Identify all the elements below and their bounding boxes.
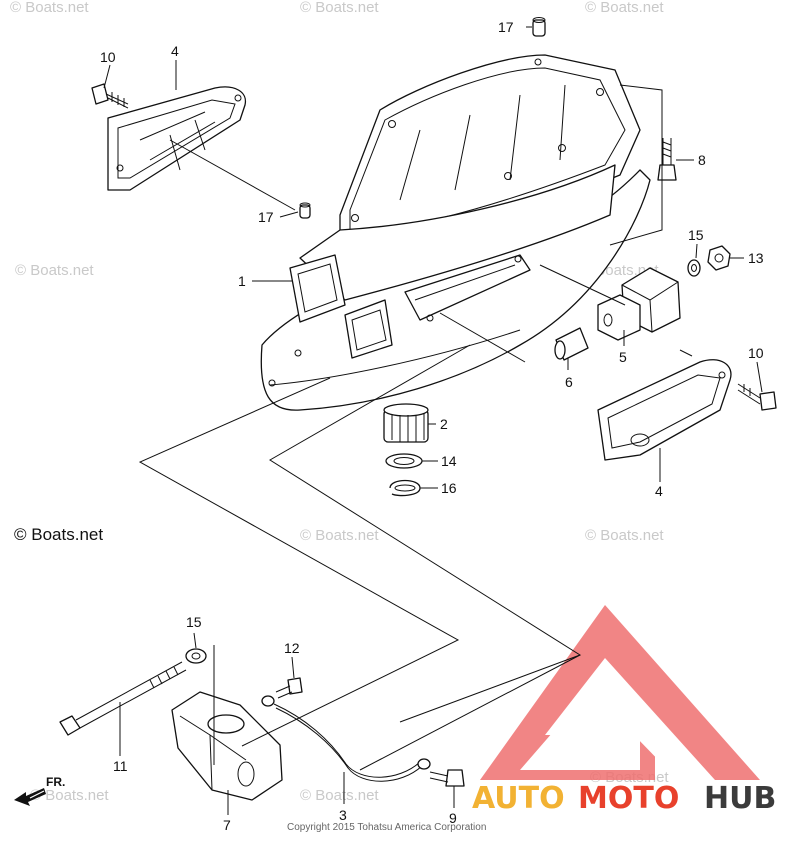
callout-4-lower: 4: [655, 483, 663, 499]
mount-cover-lower: [597, 359, 732, 461]
watermark: © Boats.net: [30, 787, 109, 804]
watermark: © Boats.net: [585, 0, 664, 16]
callout-16: 16: [441, 480, 457, 496]
automotohub-logo-text: AUTO MOTO HUB: [472, 781, 776, 816]
watermark: © Boats.net: [300, 0, 379, 16]
callout-17-left: 17: [258, 209, 274, 225]
copyright-text: Copyright 2015 Tohatsu America Corporati…: [287, 822, 486, 833]
dowel-pin-17-left: [299, 202, 311, 219]
watermark-group: © Boats.net © Boats.net © Boats.net © Bo…: [10, 0, 669, 804]
watermark: © Boats.net: [10, 0, 89, 16]
collar-6: [554, 327, 589, 361]
callout-8: 8: [698, 152, 706, 168]
automotohub-logo-mark: [480, 605, 760, 780]
callout-6: 6: [565, 374, 573, 390]
washer-15-lower: [185, 648, 207, 664]
callout-4-upper: 4: [171, 43, 179, 59]
watermark: © Boats.net: [15, 262, 94, 279]
assembly-guide-lines: [138, 84, 693, 771]
drive-shaft-housing: [260, 54, 651, 411]
callout-labels: 17 10 4 8 17 15 13 1 5 10 6 2 14 16 4 15…: [100, 19, 764, 833]
callout-15-lower: 15: [186, 614, 202, 630]
callout-10-upper: 10: [100, 49, 116, 65]
front-direction-marker: FR.: [14, 775, 65, 806]
watermark: © Boats.net: [585, 527, 664, 544]
boats-net-watermark: © Boats.net: [14, 525, 103, 544]
circlip-16: [389, 479, 421, 497]
callout-9: 9: [449, 810, 457, 826]
ground-wire-3: [261, 695, 431, 782]
bolt-9: [429, 769, 465, 787]
watermark: © Boats.net: [300, 527, 379, 544]
bolt-12: [275, 677, 303, 699]
watermark: © Boats.net: [300, 787, 379, 804]
bolt-8: [657, 138, 677, 181]
leader-lines: [103, 26, 763, 815]
dowel-pin-17-top: [532, 17, 546, 37]
callout-7: 7: [223, 817, 231, 833]
callout-11: 11: [113, 758, 128, 774]
callout-17-top: 17: [498, 19, 514, 35]
callout-5: 5: [619, 349, 627, 365]
callout-1: 1: [238, 273, 246, 289]
callout-2: 2: [440, 416, 448, 432]
long-bolt-11: [59, 661, 187, 736]
callout-10-right: 10: [748, 345, 764, 361]
callout-3: 3: [339, 807, 347, 823]
thrust-washer-14: [385, 453, 423, 469]
bolt-10-upper: [91, 83, 129, 109]
nut-13: [707, 245, 731, 271]
logo-auto: AUTO: [472, 781, 565, 816]
logo-moto: MOTO: [578, 781, 679, 816]
rubber-mount-5: [597, 267, 681, 341]
mount-cover-upper: [107, 86, 247, 191]
mount-bracket-7: [171, 691, 283, 801]
front-marker-label: FR.: [46, 775, 65, 789]
bolt-10-right: [737, 383, 777, 411]
callout-15-right: 15: [688, 227, 704, 243]
callout-13: 13: [748, 250, 764, 266]
needle-bearing-2: [383, 403, 429, 443]
callout-12: 12: [284, 640, 300, 656]
washer-15-right: [687, 259, 701, 277]
logo-hub: HUB: [704, 781, 776, 816]
callout-14: 14: [441, 453, 457, 469]
